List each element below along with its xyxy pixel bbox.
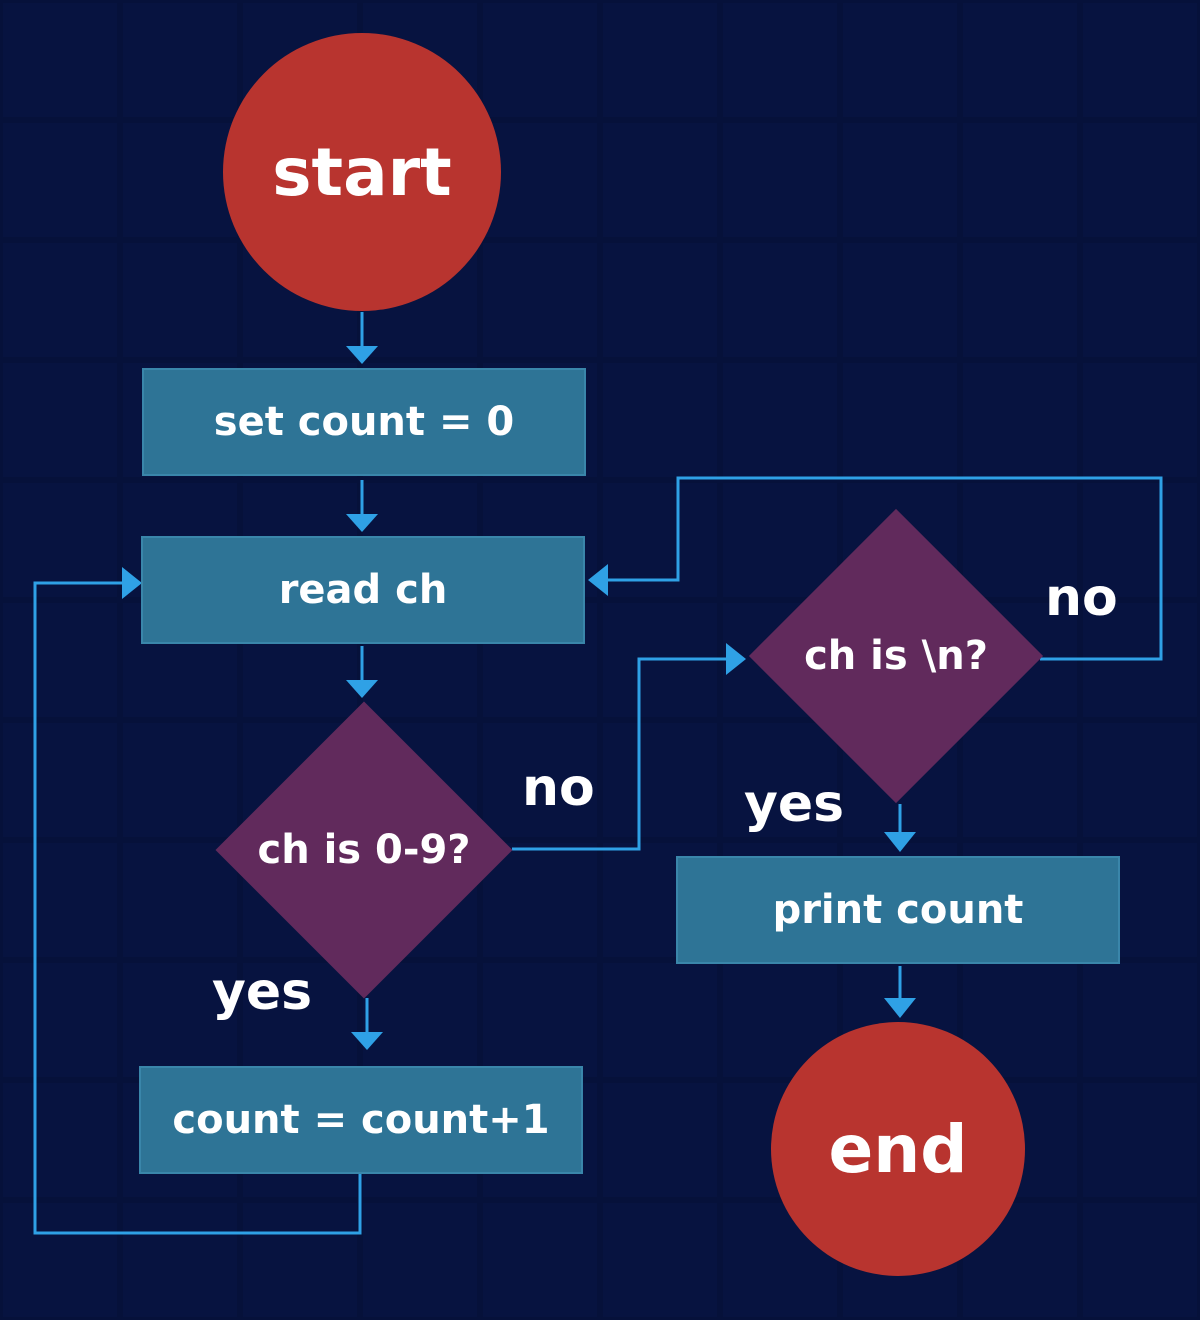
background-tile (1083, 243, 1197, 357)
background-tile (843, 3, 957, 117)
background-tile (963, 3, 1077, 117)
background-tile (123, 723, 237, 837)
background-tile (1083, 363, 1197, 477)
background-tile (603, 1203, 717, 1317)
background-tile (483, 1203, 597, 1317)
arrowhead-down-icon (346, 514, 378, 532)
background-tile (1083, 483, 1197, 597)
background-tile (3, 483, 117, 597)
arrowhead-down-icon (351, 1032, 383, 1050)
background-tile (3, 3, 117, 117)
background-tile (483, 243, 597, 357)
digit-check-text: ch is 0-9? (214, 820, 514, 880)
end-terminal: end (771, 1022, 1025, 1276)
background-tile (243, 963, 357, 1077)
background-tile (843, 123, 957, 237)
background-tile (843, 243, 957, 357)
background-tile (483, 843, 597, 957)
background-tile (363, 1203, 477, 1317)
background-tile (3, 963, 117, 1077)
background-tile (3, 1083, 117, 1197)
background-tile (483, 963, 597, 1077)
background-tile (603, 243, 717, 357)
set-count-process: set count = 0 (142, 368, 586, 476)
background-tile (603, 723, 717, 837)
background-tile (963, 483, 1077, 597)
background-tile (963, 123, 1077, 237)
background-tile (603, 123, 717, 237)
arrowhead-down-icon (884, 998, 916, 1018)
background-tile (3, 843, 117, 957)
increment-label: count = count+1 (172, 1097, 550, 1143)
arrowhead-down-icon (346, 346, 378, 364)
background-tile (3, 603, 117, 717)
arrowhead-down-icon (884, 832, 916, 852)
background-tile (603, 1083, 717, 1197)
background-tile (123, 243, 237, 357)
background-tile (243, 1203, 357, 1317)
arrowhead-down-icon (346, 680, 378, 698)
end-label: end (828, 1110, 968, 1188)
print-count-label: print count (772, 887, 1024, 933)
arrowhead-right-icon (726, 643, 746, 675)
background-tile (3, 243, 117, 357)
background-tile (1083, 963, 1197, 1077)
background-tile (3, 123, 117, 237)
background-tile (1083, 123, 1197, 237)
read-ch-process: read ch (141, 536, 585, 644)
background-tile (483, 723, 597, 837)
newline-check-yes-label: yes (744, 774, 845, 834)
start-label: start (272, 133, 452, 211)
digit-check-label: ch is 0-9? (257, 827, 471, 873)
print-count-process: print count (676, 856, 1120, 964)
background-tile (723, 483, 837, 597)
background-tile (723, 363, 837, 477)
arrowhead-right-icon (122, 567, 142, 599)
digit-check-no-label: no (522, 758, 595, 818)
connector-increment-loop-to-read-ch (33, 581, 362, 1235)
newline-check-text: ch is \n? (746, 626, 1046, 686)
background-tile (3, 1203, 117, 1317)
connector-newline-no-to-read-ch (602, 476, 1163, 661)
set-count-label: set count = 0 (213, 399, 515, 445)
background-tile (603, 3, 717, 117)
read-ch-label: read ch (278, 567, 448, 613)
background-tile (843, 363, 957, 477)
newline-check-label: ch is \n? (804, 633, 988, 679)
start-terminal: start (223, 33, 501, 311)
background-tile (963, 363, 1077, 477)
background-tile (123, 843, 237, 957)
connector-digit-no-to-newline-check (512, 657, 732, 851)
background-tile (723, 3, 837, 117)
background-tile (1083, 3, 1197, 117)
background-tile (483, 123, 597, 237)
background-tile (1083, 723, 1197, 837)
background-tile (723, 723, 837, 837)
background-tile (483, 3, 597, 117)
background-tile (603, 483, 717, 597)
background-tile (1083, 1203, 1197, 1317)
background-tile (3, 723, 117, 837)
background-tile (3, 363, 117, 477)
background-tile (723, 123, 837, 237)
background-tile (123, 963, 237, 1077)
background-tile (963, 243, 1077, 357)
digit-check-yes-label: yes (212, 962, 313, 1022)
arrowhead-left-icon (588, 564, 608, 596)
background-tile (723, 243, 837, 357)
background-tile (963, 723, 1077, 837)
increment-process: count = count+1 (139, 1066, 583, 1174)
background-tile (123, 123, 237, 237)
background-tile (603, 963, 717, 1077)
background-tile (363, 963, 477, 1077)
background-tile (603, 363, 717, 477)
background-tile (1083, 1083, 1197, 1197)
background-tile (123, 3, 237, 117)
newline-check-no-label: no (1045, 568, 1118, 628)
background-tile (123, 1203, 237, 1317)
